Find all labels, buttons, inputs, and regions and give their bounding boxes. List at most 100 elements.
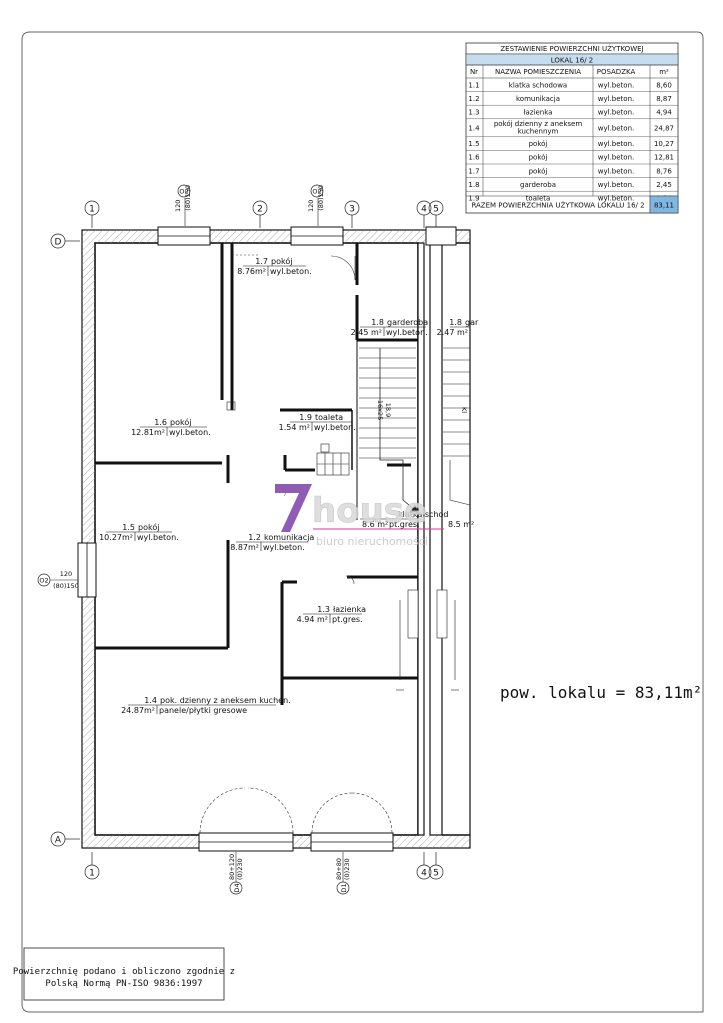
window-tag-type-3: O2 [39,577,48,585]
table-cell-nr: 1.2 [468,95,479,103]
table-cell-nr: 1.7 [468,167,479,175]
axis-label-1: 1 [89,205,95,215]
axis-label-3: 3 [349,205,355,215]
table-cell-area: 10,27 [654,140,674,148]
table-cell-name: pokój dzienny z aneksem [494,120,583,128]
room-number: 1.8 [449,318,462,327]
note-line-1: Powierzchnię podano i obliczono zgodnie … [13,967,235,977]
table-cell-area: 2,45 [656,181,672,189]
room-label-1-4: 1.4 pok. dzienny z aneksem kuchen. 24.87… [121,696,291,715]
room-name: pokój [138,522,159,532]
table-cell-floor: wyl.beton. [598,154,634,162]
axis-label-4: 4 [421,205,427,215]
room-name: pok. dzienny z aneksem kuchen. [160,696,291,705]
table-cell-name: klatka schodowa [509,81,567,89]
table-cell-name: toaleta [526,195,551,203]
window-tag-h-1: (80)150 [184,185,192,211]
total-area-label: pow. lokalu = 83,11m² [500,683,702,702]
room-name: toaleta [315,413,343,422]
table-cell-nr: 1.3 [468,109,479,117]
watermark-seven-shape [275,484,312,532]
room-area: 2.45 m² [351,328,382,337]
watermark-brand: house [312,491,427,531]
table-title: ZESTAWIENIE POWIERZCHNI UŻYTKOWEJ [500,44,643,53]
axis-label-5: 5 [433,205,439,215]
table-cell-floor: wyl.beton. [598,195,634,203]
watermark-subtitle: biuro nieruchomości [316,535,428,548]
room-number: 1.6 [154,418,167,427]
window-tag-type-1: O2 [179,188,188,196]
table-total-value: 83,11 [654,202,674,210]
room-label-1-2: 1.2 komunikacja 8.87m² wyl.beton. [230,533,314,552]
table-header-floor: POSADZKA [597,68,636,76]
room-floor: panele/płytki gresowe [159,706,247,715]
room-number: 1.8 [371,318,384,327]
window-tag-h-3: (80)150 [53,582,79,590]
table-cell-area: 8,76 [656,167,672,175]
room-floor: wyl.beton. [169,428,211,437]
window-tag-h-2: (80)150 [317,185,325,211]
room-name: pokój [170,417,191,427]
room-floor: wyl.beton. [270,267,312,276]
door-tag-type-1: D4 [233,883,241,892]
table-header-name: NAZWA POMIESZCZENIA [495,68,581,76]
stair-label: klatka schod [398,510,448,519]
table-cell-name-line2: kuchennym [518,127,559,135]
table-cell-area: 24,87 [654,124,674,132]
table-cell-floor: wyl.beton. [598,124,634,132]
norm-note-box: Powierzchnię podano i obliczono zgodnie … [13,947,235,1001]
room-label-1-8: 1.8 garderoba 2.45 m² wyl.beton. [351,318,429,337]
room-name: komunikacja [264,533,314,542]
table-cell-area: 12,81 [654,154,674,162]
table-cell-nr: 1.5 [468,140,479,148]
note-line-2: Polską Normą PN-ISO 9836:1997 [45,979,202,989]
building-walls [77,226,471,852]
room-floor: pt.gres. [332,615,363,624]
room-name: gar [465,318,479,327]
stair-area: 8.6 m² [362,520,388,529]
axis-markers [37,184,444,895]
table-cell-name: garderoba [520,181,556,189]
window-tag-type-2: O2 [312,188,321,196]
table-cell-nr: 1.8 [468,181,479,189]
table-cell-floor: wyl.beton. [598,109,634,117]
table-subtitle: LOKAL 16/ 2 [551,57,594,65]
door-swings [199,254,393,834]
stair-floor: pt.gres. [389,520,420,529]
table-cell-nr: 1.6 [468,154,480,162]
room-label-1-5: 1.5 pokój 10.27m² wyl.beton. [99,522,179,542]
watermark-logo: 7 house biuro nieruchomości [275,484,444,548]
axis-label-a: A [55,836,62,846]
room-number: 1.5 [122,523,135,532]
table-cell-area: 8,60 [656,81,672,89]
table-total-cell [649,195,679,214]
axis-label-2: 2 [257,205,263,215]
table-cell-name: komunikacja [516,95,560,103]
window-tag-w-3: 120 [60,570,72,578]
axis-label-4-bottom: 4 [421,869,427,879]
stair-steps-label-b: 18,9 [384,403,392,417]
room-floor: wyl.beton. [137,533,179,542]
stair-area-neighbor: 8.5 m² [448,520,474,529]
table-cell-nr: 1.4 [468,124,480,132]
room-number: 1.4 [144,696,157,705]
room-area-table: ZESTAWIENIE POWIERZCHNI UŻYTKOWEJ LOKAL … [465,42,679,214]
table-header-area: m² [659,68,669,76]
door-tag-type-2: D1 [340,883,348,892]
table-cell-name: pokój [529,167,548,175]
room-name: łazienka [333,605,366,614]
table-cell-floor: wyl.beton. [598,181,634,189]
room-label-staircase: klatka schod 8.6 m² pt.gres. 8.5 m² [360,510,474,529]
room-name: pokój [271,256,292,266]
door-tag-h-1: (0)230 [236,858,244,880]
room-area: 8.87m² [230,543,259,552]
opening-tags: O2 120 (80)150 O2 120 (80)150 O2 120 (80… [39,185,351,893]
table-cell-floor: wyl.beton. [598,81,634,89]
window-tag-w-1: 120 [174,200,182,212]
table-cell-nr: 1.9 [468,195,479,203]
room-area: 10.27m² [99,533,133,542]
door-tag-w-1: 80+120 [228,854,236,880]
table-cell-name: pokój [529,140,548,148]
table-cell-floor: wyl.beton. [598,95,634,103]
